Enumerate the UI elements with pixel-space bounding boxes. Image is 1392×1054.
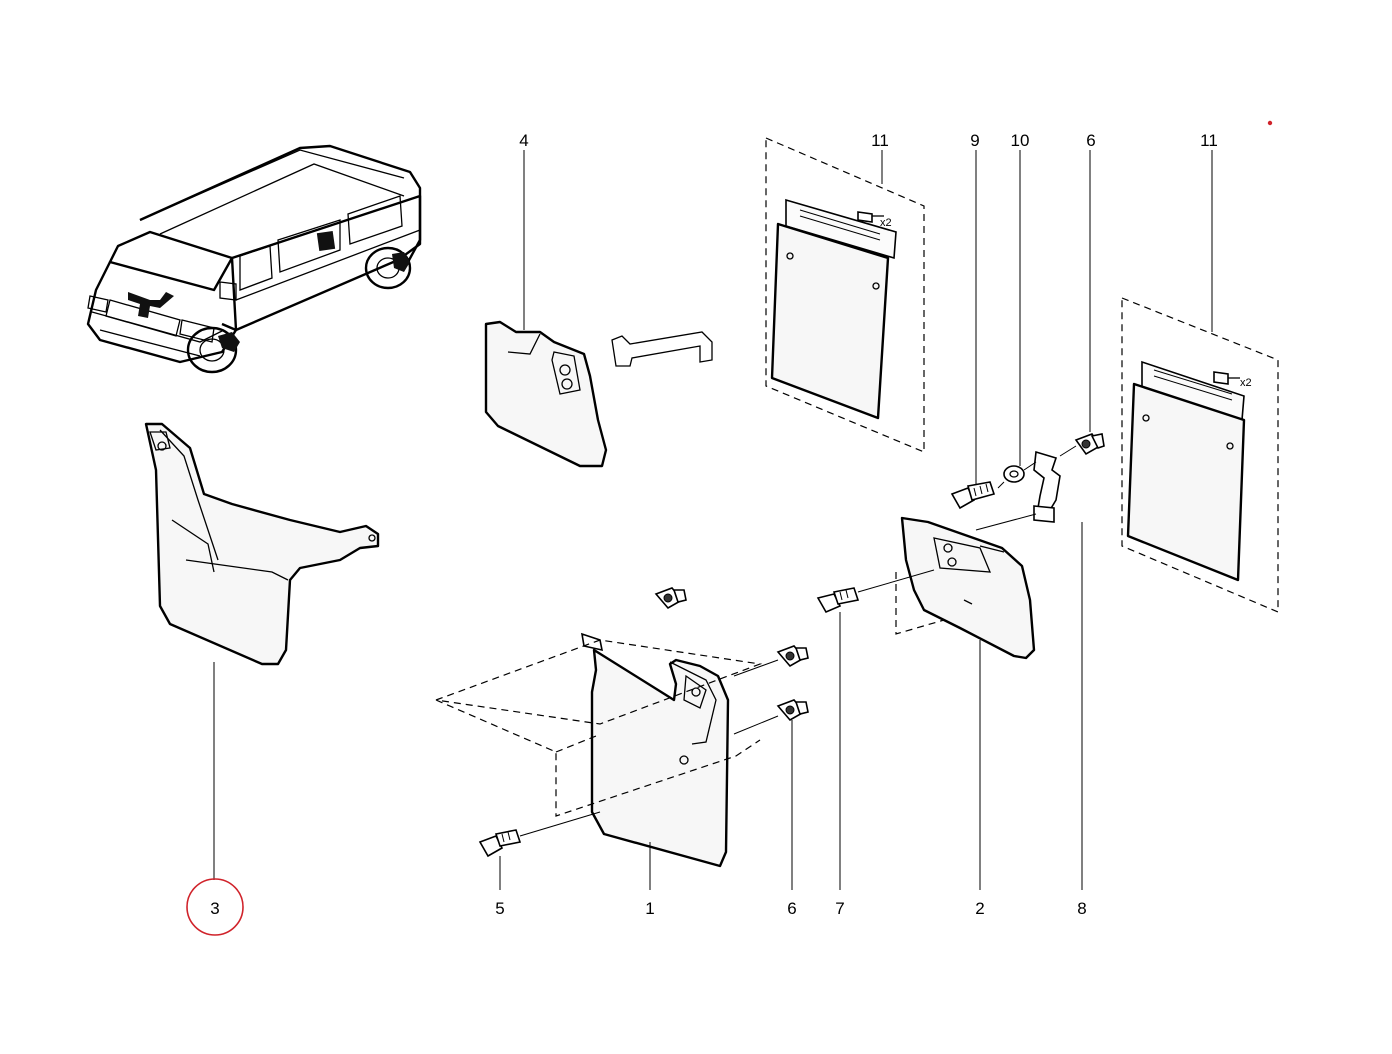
clip-6-a [654, 587, 687, 610]
callout-11-a[interactable]: 11 [871, 131, 889, 150]
qty-mark-b: x2 [1240, 377, 1252, 389]
highlight-circle [186, 878, 244, 936]
bolt-9 [950, 481, 996, 510]
bracket-8 [1033, 450, 1061, 523]
mudflap-plate-11-a [765, 137, 925, 453]
callout-6-bottom[interactable]: 6 [787, 899, 796, 918]
callout-9[interactable]: 9 [970, 131, 979, 150]
nut-10 [1003, 465, 1025, 483]
bracket-part-4 [611, 331, 713, 367]
van-illustration [86, 144, 422, 374]
part-1-dash-box [435, 639, 763, 817]
callout-5[interactable]: 5 [495, 899, 504, 918]
callout-10[interactable]: 10 [1011, 131, 1030, 150]
clip-6-b [776, 645, 809, 668]
mudflap-plate-11-b [1121, 297, 1279, 613]
callout-6-top[interactable]: 6 [1086, 131, 1095, 150]
callout-2[interactable]: 2 [975, 899, 984, 918]
mudflap-part-2 [900, 516, 1036, 660]
part-2-dash [895, 572, 945, 635]
callout-11-b[interactable]: 11 [1200, 131, 1218, 150]
callout-7[interactable]: 7 [835, 899, 844, 918]
mudflap-part-3 [144, 422, 380, 666]
bolt-5 [478, 829, 522, 858]
mudflap-part-4 [484, 320, 608, 468]
bolt-7 [816, 587, 860, 614]
callout-4[interactable]: 4 [519, 131, 528, 150]
qty-mark-a: x2 [880, 217, 892, 229]
mudflap-part-1 [580, 632, 730, 868]
red-marker-dot [1267, 120, 1273, 126]
clip-6-top [1074, 433, 1105, 456]
callout-3[interactable]: 3 [210, 899, 219, 918]
callout-1[interactable]: 1 [645, 899, 654, 918]
callout-8[interactable]: 8 [1077, 899, 1086, 918]
clip-6-c [776, 699, 809, 722]
